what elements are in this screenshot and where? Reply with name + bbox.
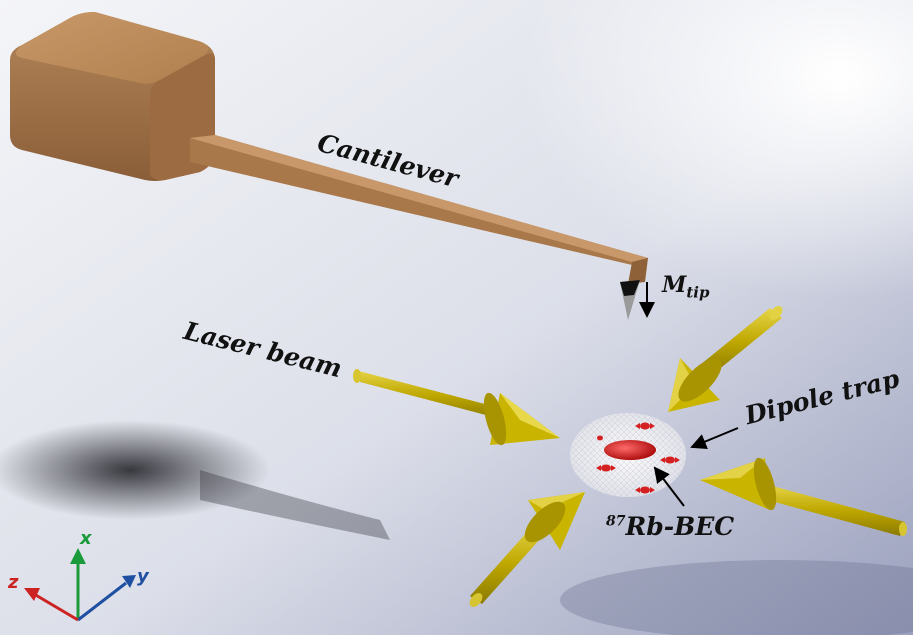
axis-z-line [33, 592, 79, 622]
laser-beam-left [353, 369, 560, 446]
cantilever-tip [620, 280, 640, 320]
bec-main-text: Rb-BEC [625, 512, 735, 541]
laser-beam-right [700, 457, 907, 536]
axis-y-label: y [137, 566, 149, 587]
floor-shadow [560, 560, 913, 635]
axis-z-label: z [8, 572, 19, 593]
axis-x-arrowhead [70, 548, 86, 564]
axis-z-arrowhead [24, 588, 40, 601]
m-tip-main: M [662, 272, 687, 298]
cantilever-shadow-arm [200, 470, 390, 540]
bec-cloud [604, 440, 656, 460]
atom [596, 464, 616, 472]
bec-label: 87Rb-BEC [606, 512, 734, 541]
atom [597, 435, 603, 441]
m-tip-subscript: tip [686, 283, 710, 302]
atom [660, 456, 680, 464]
m-tip-label: Mtip [662, 272, 709, 301]
atom [635, 422, 655, 430]
axis-x-label: x [80, 528, 92, 549]
atom [635, 486, 655, 494]
dipole-trap-pointer [690, 427, 739, 450]
cantilever-shadow [0, 420, 270, 520]
cantilever-base-block [10, 12, 215, 181]
laser-beam-top-right [668, 306, 783, 412]
laser-beam-bottom-left [469, 492, 585, 607]
coordinate-axes [24, 548, 136, 622]
atoms [596, 422, 680, 494]
bec-isotope-superscript: 87 [606, 513, 626, 530]
axis-y-arrowhead [122, 575, 136, 588]
cantilever-arm [190, 135, 648, 284]
bec-pointer [653, 466, 685, 507]
axis-y-line [77, 581, 127, 622]
